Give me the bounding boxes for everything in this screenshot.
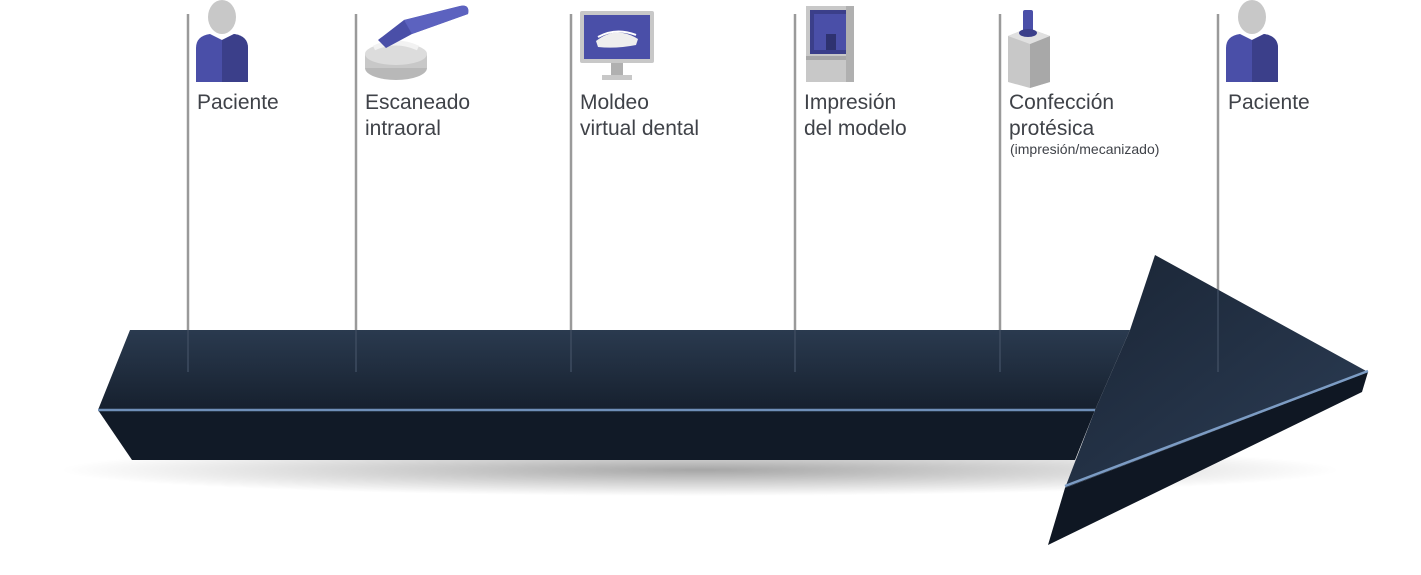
arrow-head-front (1048, 372, 1368, 545)
milling-block-icon (1008, 10, 1050, 88)
step-label-virtual-mold: Moldeo virtual dental (580, 91, 700, 140)
step-label-prosthetic-making: Confección protésica (1009, 91, 1115, 140)
arrow-edge-highlight (1064, 369, 1369, 488)
3d-printer-icon (806, 6, 854, 82)
arrow-shaft-top (98, 330, 1130, 410)
arrow-head-top (1065, 255, 1368, 488)
timeline-lines (186, 14, 1220, 372)
step-label-patient-final: Paciente (1228, 91, 1310, 114)
step-sublabel-prosthetic-making: (impresión/mecanizado) (1010, 141, 1160, 157)
step-label-model-printing: Impresión del modelo (804, 91, 907, 140)
monitor-dental-model-icon (580, 11, 654, 80)
step-label-intraoral-scan: Escaneado intraoral (365, 91, 471, 140)
patient-icon (196, 0, 248, 82)
intraoral-scanner-icon (365, 5, 469, 80)
patient-icon (1226, 0, 1278, 82)
process-arrow (98, 255, 1369, 545)
step-label-patient: Paciente (197, 91, 279, 114)
arrow-shaft-front (98, 410, 1095, 460)
